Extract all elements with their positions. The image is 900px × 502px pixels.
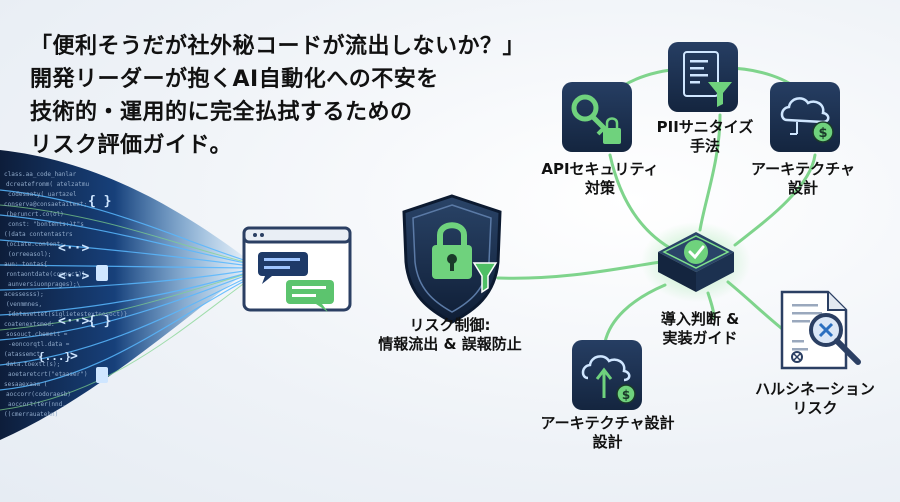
- code-snippet: (ociate.content;: [6, 241, 64, 248]
- headline-line-4: リスク評価ガイド。: [30, 133, 233, 158]
- code-snippet: Idatasettet(siglietestextnesoct)}: [8, 311, 127, 318]
- code-snippet: data.toextt(s);: [6, 361, 60, 368]
- node-api-security-line-1: APIセキュリティ: [541, 160, 659, 178]
- node-pii-line-1: PIIサニタイズ: [656, 118, 754, 136]
- node-hallucination-line-2: リスク: [792, 399, 838, 417]
- node-api-security: APIセキュリティ 対策: [525, 160, 675, 198]
- code-snippet: -eoncorqtl.data =: [8, 341, 70, 348]
- code-snippet: (venmmnes,: [6, 301, 42, 308]
- check-cube-icon: [641, 222, 751, 302]
- node-decision: 導入判断 & 実装ガイド: [650, 310, 750, 348]
- code-snippet: (beruncrt.co(ol): [6, 211, 64, 218]
- document-filter-icon: [668, 42, 738, 112]
- code-snippet: dcreatefromm( atelzatmu: [6, 181, 89, 188]
- node-architecture-bottom: アーキテクチャ設計 設計: [525, 414, 690, 452]
- code-snippet: coatenextsmed:: [4, 321, 55, 328]
- code-brace-icon: { }: [88, 194, 111, 209]
- code-brace-icon: { }: [88, 314, 111, 329]
- node-architecture-top: アーキテクチャ 設計: [738, 160, 868, 198]
- code-brace-icon: {...}: [38, 350, 71, 363]
- code-snippet: aoccorr(codoraesb): [6, 391, 71, 398]
- svg-text:$: $: [818, 126, 827, 141]
- code-snippet: sosouct.chemett =: [6, 331, 68, 338]
- node-pii-sanitize: PIIサニタイズ 手法: [635, 118, 775, 156]
- headline-line-1: 「便利そうだが社外秘コードが流出しないか？」: [30, 34, 526, 59]
- node-architecture-bottom-line-2: 設計: [592, 433, 623, 451]
- code-snippet: aun: tontas{: [4, 261, 47, 268]
- code-snippet: const: "bontents:)t"s: [8, 221, 84, 228]
- code-snippet: (orreeasol);: [8, 251, 51, 258]
- code-snippet: (atassemct,: [4, 351, 44, 358]
- code-brace-icon: <··>: [58, 269, 89, 284]
- code-snippet: ((data contentastrs: [4, 231, 73, 238]
- cloud-upload-dollar-icon: $: [572, 340, 642, 410]
- code-snippet: ((cmerrauatehn): [4, 411, 58, 418]
- shield-label: リスク制御: 情報流出 & 誤報防止: [365, 316, 535, 354]
- code-snippet: aoetaretcrt("etaaser"): [8, 371, 87, 378]
- cloud-dollar-icon: $: [770, 82, 840, 152]
- code-snippet: class.aa_code_hanlar: [4, 171, 77, 178]
- node-architecture-top-line-2: 設計: [787, 179, 818, 197]
- svg-text:$: $: [622, 388, 630, 402]
- node-api-security-line-2: 対策: [584, 179, 615, 197]
- node-hallucination-line-1: ハルシネーション: [755, 380, 875, 398]
- key-lock-icon: [562, 82, 632, 152]
- shield-label-line-2: 情報流出 & 誤報防止: [378, 335, 522, 353]
- headline: 「便利そうだが社外秘コードが流出しないか？」 開発リーダーが抱くAI自動化への不…: [30, 30, 526, 162]
- code-brace-icon: >: [70, 349, 78, 364]
- code-stream: class.aa_code_hanlar dcreatefromm( atelza…: [0, 150, 255, 440]
- shield-lock-icon: [402, 194, 502, 324]
- document-icon: [96, 367, 108, 383]
- node-hallucination: ハルシネーション リスク: [745, 380, 885, 418]
- funnel-icon: [472, 262, 498, 294]
- node-architecture-bottom-line-1: アーキテクチャ設計: [540, 414, 675, 432]
- node-decision-line-2: 実装ガイド: [662, 329, 738, 347]
- shield-label-line-1: リスク制御:: [409, 316, 491, 334]
- code-brace-icon: <··>: [58, 314, 89, 329]
- code-snippet: aunversiuonprages);\: [8, 281, 81, 288]
- document-icon: [96, 265, 108, 281]
- node-decision-line-1: 導入判断 &: [660, 310, 740, 328]
- code-snippet: aoccort(ter(nnd,: [8, 401, 66, 408]
- code-snippet: sesaaexaaa (: [4, 381, 47, 388]
- node-pii-line-2: 手法: [689, 137, 720, 155]
- code-snippet: codesaaty( uartazel: [8, 191, 77, 198]
- chat-window-icon: [242, 226, 352, 312]
- code-brace-icon: <··>: [58, 241, 89, 256]
- code-snippet: acessesss);: [4, 291, 44, 298]
- document-magnifier-icon: [780, 290, 861, 370]
- code-snippet: rontaontdate(compect)},: [6, 271, 89, 278]
- node-architecture-top-line-1: アーキテクチャ: [751, 160, 855, 178]
- connection-lines: [496, 66, 817, 344]
- code-snippet: conserva@consaetaitext;: [4, 201, 87, 208]
- headline-line-3: 技術的・運用的に完全払拭するための: [30, 100, 413, 125]
- headline-line-2: 開発リーダーが抱くAI自動化への不安を: [30, 67, 439, 92]
